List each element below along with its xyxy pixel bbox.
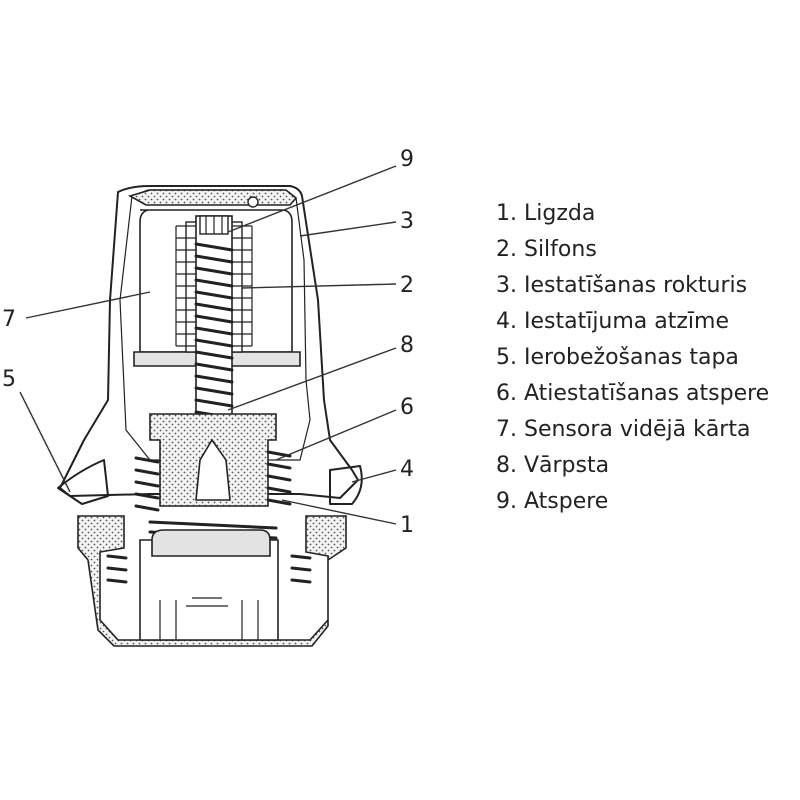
legend-item: 6. Atiestatīšanas atspere (496, 381, 770, 406)
leader-3 (299, 221, 397, 237)
handle-top-band (127, 189, 298, 206)
cone-pin (195, 438, 231, 501)
leader-2 (241, 283, 397, 289)
legend-item: 2. Silfons (496, 237, 597, 262)
left-coil-stack (106, 554, 128, 584)
legend-item: 5. Ierobežošanas tapa (496, 345, 739, 370)
legend-item: 7. Sensora vidējā kārta (496, 417, 751, 442)
leader-5 (19, 391, 71, 493)
legend-item: 4. Iestatījuma atzīme (496, 309, 730, 334)
spindle (195, 215, 233, 437)
socket-body (77, 515, 347, 647)
socket-slots (159, 597, 259, 640)
parts-legend: 1. Ligzda 2. Silfons 3. Iestatīšanas rok… (496, 196, 769, 520)
callout-4: 4 (400, 457, 414, 482)
leader-1 (281, 499, 397, 525)
legend-item: 1. Ligzda (496, 201, 596, 226)
chamber-vent-dot (247, 196, 259, 208)
right-clip (329, 465, 363, 505)
leader-9 (227, 165, 397, 233)
inner-spring (194, 242, 234, 420)
callout-2: 2 (400, 273, 414, 298)
right-coil-stack (290, 554, 312, 584)
callout-5: 5 (2, 367, 16, 392)
callout-7: 7 (2, 307, 16, 332)
legend-item: 8. Vārpsta (496, 453, 610, 478)
left-clip (57, 459, 109, 505)
socket-collar (151, 529, 271, 557)
callout-1: 1 (400, 513, 414, 538)
leader-6 (275, 409, 397, 461)
legend-item: 9. Atspere (496, 489, 609, 514)
callout-6: 6 (400, 395, 414, 420)
leader-7 (25, 291, 151, 319)
reset-spring (134, 450, 292, 512)
legend-item: 3. Iestatīšanas rokturis (496, 273, 748, 298)
callout-9: 9 (400, 147, 414, 172)
leader-4 (351, 469, 397, 483)
callout-3: 3 (400, 209, 414, 234)
leader-8 (227, 347, 397, 411)
callout-8: 8 (400, 333, 414, 358)
